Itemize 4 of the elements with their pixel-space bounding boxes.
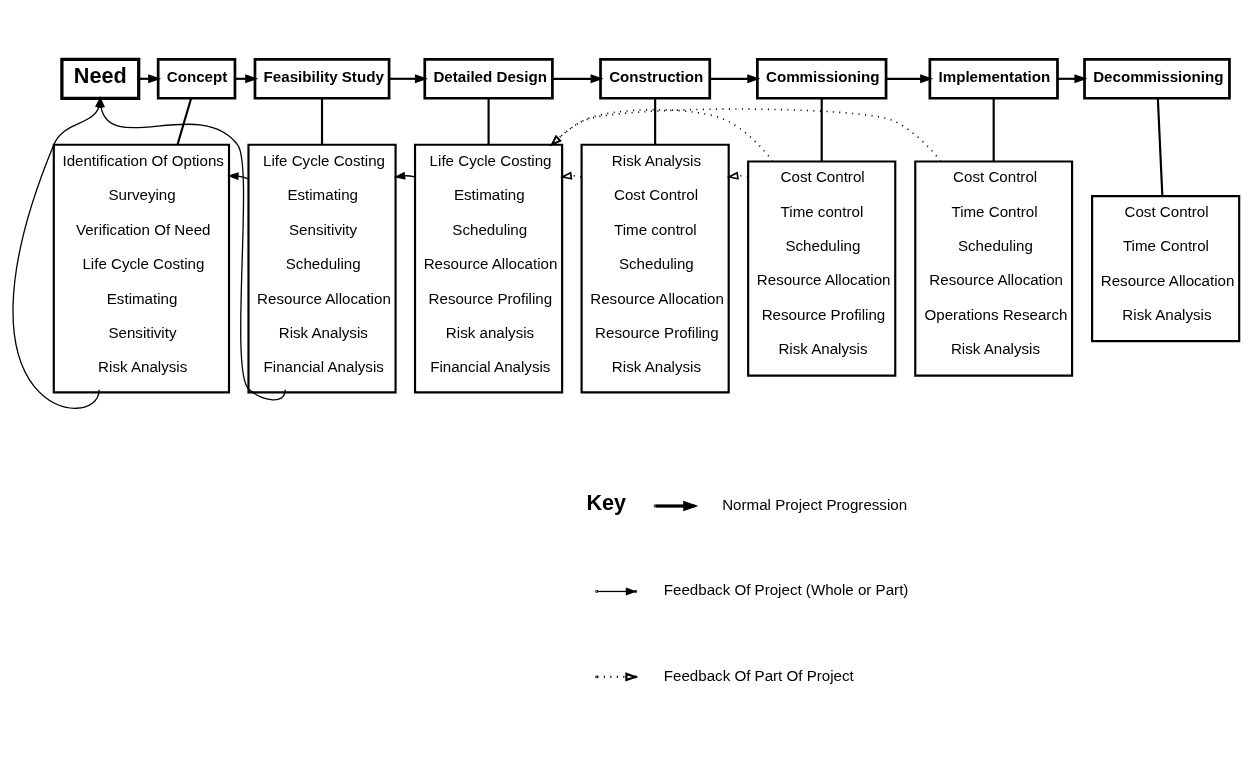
legend-label: Normal Project Progression	[722, 495, 908, 513]
legend-label: Feedback Of Project (Whole or Part)	[663, 580, 909, 598]
legend-label: Feedback Of Part Of Project	[663, 666, 854, 684]
label: Key	[586, 489, 627, 515]
